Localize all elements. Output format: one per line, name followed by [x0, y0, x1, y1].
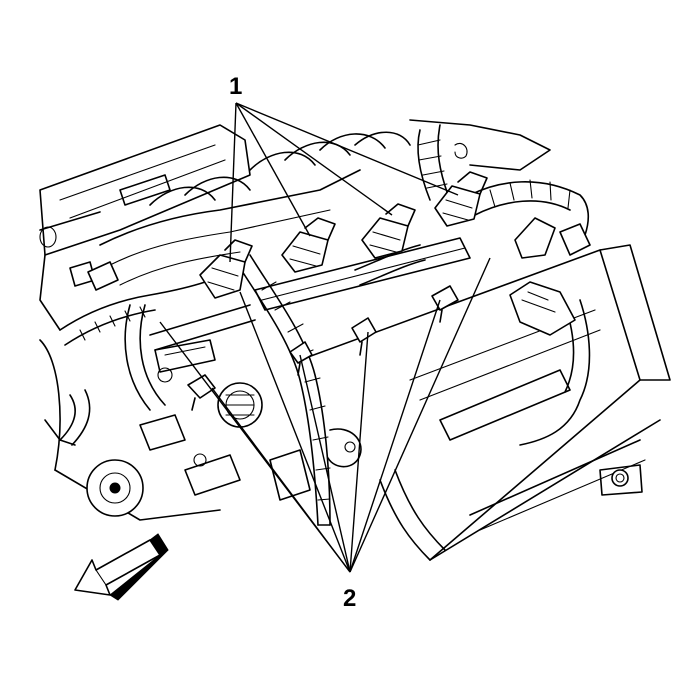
bracket-2 — [289, 341, 313, 376]
ignition-coil-3 — [361, 203, 416, 259]
direction-arrow-icon — [74, 533, 169, 601]
bracket-1 — [187, 374, 216, 411]
bracket-3 — [351, 317, 377, 356]
valve-cover-right — [299, 244, 671, 561]
callout-2-leaders — [159, 257, 491, 573]
ignition-coil-4 — [434, 171, 488, 227]
ignition-coil-1 — [199, 239, 253, 299]
callout-1-leaders — [229, 102, 459, 263]
callout-label-2: 2 — [343, 585, 356, 612]
engine-front-left — [39, 339, 362, 521]
callout-label-1: 1 — [229, 73, 242, 100]
intake-manifold — [39, 124, 411, 331]
ignition-coil-2 — [281, 217, 336, 273]
connectors — [69, 217, 591, 336]
